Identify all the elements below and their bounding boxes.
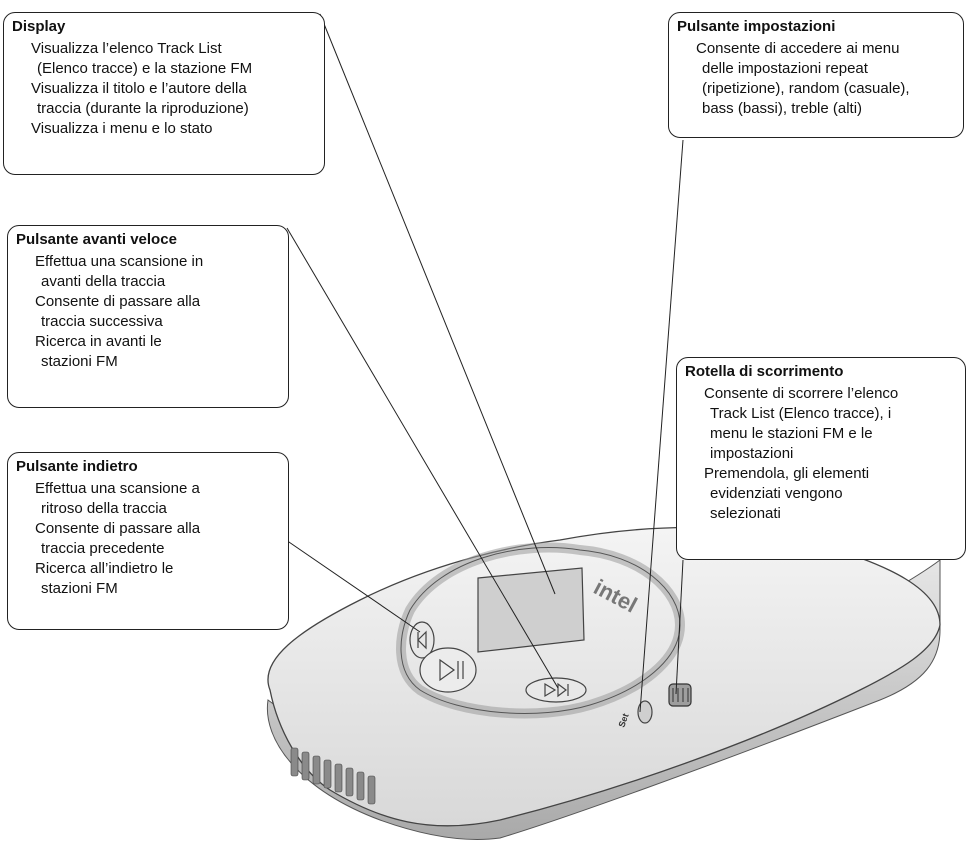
callout-item: Visualizza il titolo e l’autore della tr… — [31, 80, 249, 117]
callout-item: Visualizza i menu e lo stato — [31, 120, 213, 137]
callout-scroll-wheel: Rotella di scorrimento Consente di scorr… — [676, 357, 966, 560]
callout-item: Consente di scorrere l’elenco Track List… — [704, 385, 899, 462]
callout-settings-button: Pulsante impostazioni Consente di accede… — [668, 12, 964, 138]
leader-back-button — [285, 539, 421, 633]
set-label: Set — [616, 712, 630, 729]
leader-display — [319, 13, 556, 595]
forward-button[interactable] — [525, 677, 587, 703]
scroll-wheel[interactable] — [668, 683, 692, 707]
callout-title: Pulsante impostazioni — [677, 18, 836, 35]
callout-item: Visualizza l’elenco Track List (Elenco t… — [31, 40, 253, 77]
callout-title: Display — [12, 18, 66, 35]
callout-title: Rotella di scorrimento — [685, 363, 844, 380]
settings-button[interactable] — [637, 700, 653, 724]
callout-item: Premendola, gli elementi evidenziati ven… — [704, 465, 870, 522]
callout-item: Ricerca in avanti le stazioni FM — [35, 333, 162, 370]
callout-item: Consente di accedere ai menu delle impos… — [696, 40, 910, 117]
callout-item: Ricerca all’indietro le stazioni FM — [35, 560, 174, 597]
play-pause-button[interactable] — [419, 647, 477, 693]
callout-forward-button: Pulsante avanti veloce Effettua una scan… — [7, 225, 289, 408]
callout-item: Effettua una scansione in avanti della t… — [35, 253, 204, 290]
callout-title: Pulsante indietro — [16, 458, 138, 475]
grille — [290, 747, 376, 805]
display-screen — [477, 567, 585, 653]
leader-settings-button — [639, 139, 684, 713]
device-body — [266, 526, 941, 840]
leader-lines — [285, 13, 684, 713]
callout-item: Consente di passare alla traccia precede… — [35, 520, 201, 557]
callout-title: Pulsante avanti veloce — [16, 231, 177, 248]
back-button[interactable] — [409, 621, 435, 659]
callout-display: Display Visualizza l’elenco Track List (… — [3, 12, 325, 175]
callout-item: Consente di passare alla traccia success… — [35, 293, 201, 330]
leader-scroll-wheel — [675, 559, 684, 695]
callout-back-button: Pulsante indietro Effettua una scansione… — [7, 452, 289, 630]
leader-forward-button — [286, 227, 559, 689]
callout-item: Effettua una scansione a ritroso della t… — [35, 480, 200, 517]
